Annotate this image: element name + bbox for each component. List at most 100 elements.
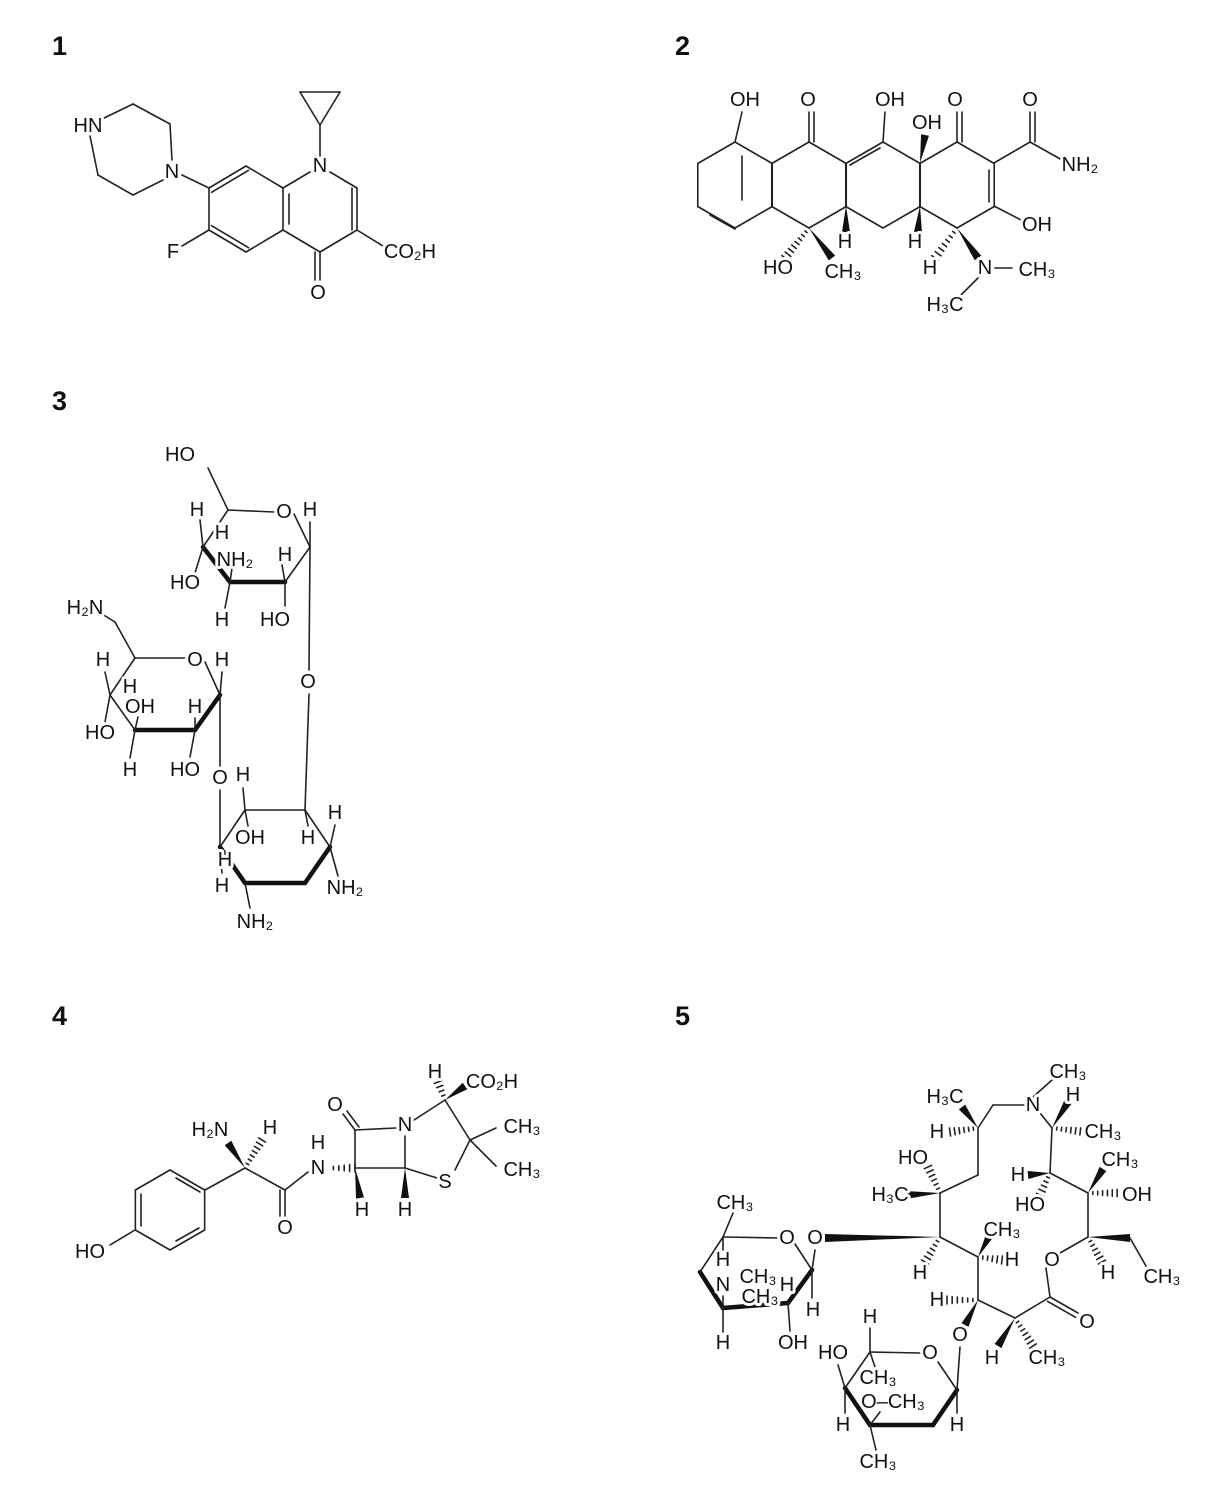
bond (284, 546, 311, 583)
bond (696, 141, 736, 165)
hashed-bond (804, 230, 808, 234)
atom-label: H (328, 802, 342, 824)
bond (245, 165, 284, 189)
atom-label: N (311, 1157, 325, 1179)
hashed-bond (926, 1251, 934, 1257)
bond (404, 1167, 438, 1179)
bond (1029, 141, 1063, 161)
atom-label: O (779, 1227, 795, 1249)
hashed-bond (1040, 1184, 1048, 1189)
atom-label: H (836, 1414, 850, 1436)
atom-label: O (800, 89, 816, 111)
bond (882, 111, 886, 143)
atom-label: CH₃ (859, 1367, 896, 1389)
bond (282, 229, 321, 253)
atom-label: H₃C (926, 294, 963, 316)
atom-label: O (276, 501, 292, 523)
bond (808, 141, 848, 165)
hashed-bond (790, 244, 798, 250)
wedge-bond (994, 1318, 1015, 1349)
atom-label: OH (125, 696, 155, 718)
bond (356, 229, 384, 247)
atom-label: H (428, 1061, 442, 1083)
atom-label: NH₂ (327, 877, 364, 899)
hashed-bond (951, 230, 956, 234)
hashed-bond (995, 1255, 999, 1264)
hashed-bond (1015, 1320, 1020, 1324)
bond (930, 1387, 960, 1428)
bond (244, 809, 249, 827)
wedge-bond (920, 134, 929, 163)
bond (204, 661, 221, 696)
hashed-bond (1043, 1180, 1049, 1184)
bond (734, 205, 774, 229)
hashed-bond (1038, 1188, 1046, 1193)
bond (227, 509, 275, 513)
atom-label: HO (75, 1241, 105, 1263)
bonds (89, 91, 384, 281)
atom-label: O (327, 1094, 343, 1116)
hashed-bond (1083, 1127, 1087, 1137)
hashed-bond (433, 1079, 443, 1085)
bond (192, 692, 223, 733)
atom-label: HO (818, 1342, 848, 1364)
hashed-bond (257, 1137, 267, 1143)
bond (977, 1104, 994, 1129)
bond (842, 1385, 873, 1428)
bond (217, 844, 248, 886)
bond (134, 1229, 171, 1251)
atom-label: O (952, 1324, 968, 1346)
atom-label: H (263, 1117, 277, 1139)
bond (939, 1174, 979, 1194)
atom-label: O (212, 767, 228, 789)
hashed-bond (929, 1247, 936, 1252)
hashed-bond (440, 1094, 446, 1097)
bond (200, 544, 233, 585)
bonds (101, 467, 339, 909)
wedge-bond (824, 1234, 940, 1242)
hashed-bond (932, 1243, 938, 1248)
bond (175, 1227, 200, 1242)
hashed-bond (794, 240, 800, 246)
atom-label: O (1044, 1249, 1060, 1271)
bond (244, 882, 251, 909)
bond (869, 1351, 921, 1354)
atom-label: O (300, 671, 316, 693)
wedge-bond (957, 228, 982, 261)
bond (993, 205, 1024, 222)
hashed-bond (247, 1158, 253, 1162)
bond (109, 657, 136, 696)
wedge-bond (842, 206, 850, 232)
atom-label: H (950, 1414, 964, 1436)
hashed-bond (930, 254, 940, 262)
bond (937, 1361, 958, 1391)
atom-label: H (278, 544, 292, 566)
bond (329, 171, 358, 189)
atom-label: H (985, 1347, 999, 1369)
atom-label: H (215, 609, 229, 631)
atom-label: N (313, 155, 327, 177)
bond (956, 205, 996, 229)
double-bond (342, 1113, 356, 1131)
atom-label: H (930, 1121, 944, 1143)
atom-label: H (1101, 1262, 1115, 1284)
hashed-bond (923, 1255, 932, 1261)
atom-label: HO (260, 609, 290, 631)
bond (469, 1127, 497, 1141)
bond (413, 1099, 446, 1121)
hashed-bond (958, 1126, 961, 1135)
hashed-bond (435, 1084, 444, 1089)
bond (104, 694, 111, 723)
hashed-bond (1093, 1251, 1101, 1256)
wedge-bond (445, 1082, 468, 1100)
hashed-bond (935, 1239, 940, 1243)
atom-label: H (716, 1249, 730, 1271)
atom-label: H (236, 764, 250, 786)
bond (1049, 1127, 1053, 1174)
wedge-bond (978, 1233, 994, 1257)
bond (844, 1351, 871, 1389)
atom-label: CH₃ (503, 1116, 540, 1138)
hashed-bond (926, 1169, 934, 1174)
